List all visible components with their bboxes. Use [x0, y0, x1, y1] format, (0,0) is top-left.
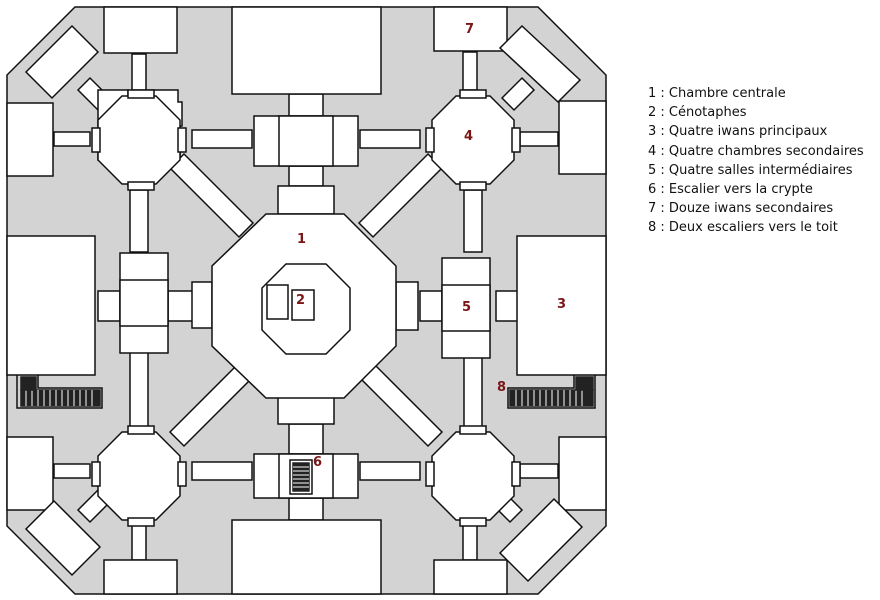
legend-item: 8 : Deux escaliers vers le toit: [648, 220, 838, 236]
staircases: [16, 375, 596, 495]
legend-item: 3 : Quatre iwans principaux: [648, 124, 828, 140]
label-3: 3: [557, 297, 566, 312]
label-8: 8: [497, 380, 506, 395]
legend-item: 4 : Quatre chambres secondaires: [648, 143, 864, 159]
label-4: 4: [464, 129, 473, 144]
legend-item: 6 : Escalier vers la crypte: [648, 181, 813, 197]
corner-chambers: [91, 89, 521, 527]
legend-item: 1 : Chambre centrale: [648, 86, 786, 101]
legend: 1 : Chambre centrale 2 : Cénotaphes 3 : …: [648, 84, 864, 238]
outer-iwans: [6, 6, 607, 595]
label-1: 1: [297, 232, 306, 247]
legend-item: 5 : Quatre salles intermédiaires: [648, 162, 853, 178]
legend-item: 7 : Douze iwans secondaires: [648, 201, 834, 217]
room-numbers: 1 2 3 4 5 6 7 8: [296, 22, 566, 470]
label-6: 6: [313, 455, 322, 470]
floor-plan: 1 2 3 4 5 6 7 8: [6, 6, 607, 595]
label-5: 5: [462, 300, 471, 315]
legend-item: 2 : Cénotaphes: [648, 105, 747, 121]
cenotaph-left: [266, 284, 289, 320]
corridors: [53, 51, 559, 561]
label-2: 2: [296, 293, 305, 308]
central-chamber: [191, 185, 419, 425]
cenotaph-right: [291, 289, 315, 321]
label-7: 7: [465, 22, 474, 37]
